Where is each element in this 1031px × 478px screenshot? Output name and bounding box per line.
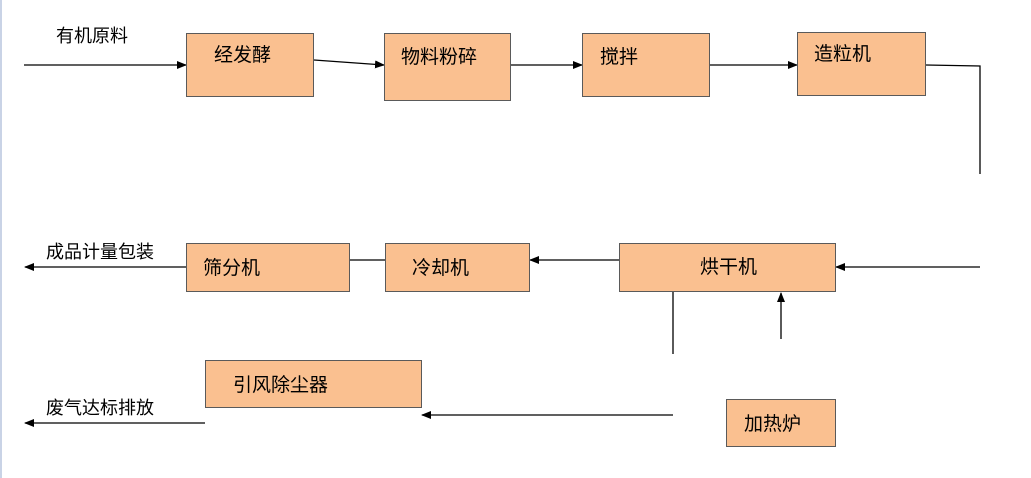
crushing-node-label: 物料粉碎 — [401, 46, 478, 68]
dryer-node: 烘干机 — [619, 243, 836, 292]
arrow-fermentation-to-crushing — [313, 59, 385, 69]
cooler-node: 冷却机 — [385, 243, 530, 292]
mixing-node-label: 搅拌 — [600, 46, 639, 68]
fermentation-node-label: 经发酵 — [214, 44, 272, 66]
cooler-node-label: 冷却机 — [412, 257, 470, 279]
screener-node-label: 筛分机 — [203, 257, 261, 279]
screener-node: 筛分机 — [186, 243, 350, 292]
granulator-node: 造粒机 — [797, 32, 926, 96]
dust-removal-node-label: 引风除尘器 — [233, 374, 329, 396]
input-label: 有机原料 — [56, 26, 128, 47]
heating-furnace-node: 加热炉 — [726, 399, 836, 447]
dust-removal-node: 引风除尘器 — [205, 360, 422, 408]
heating-furnace-node-label: 加热炉 — [744, 413, 802, 435]
granulator-node-label: 造粒机 — [814, 43, 872, 65]
dryer-node-label: 烘干机 — [700, 256, 758, 278]
fermentation-node: 经发酵 — [186, 33, 314, 97]
output-label: 成品计量包装 — [46, 242, 154, 263]
line-granulator-down — [925, 64, 981, 174]
exhaust-label: 废气达标排放 — [46, 398, 154, 419]
mixing-node: 搅拌 — [582, 33, 710, 97]
window-left-edge — [0, 0, 2, 478]
crushing-node: 物料粉碎 — [384, 33, 511, 101]
